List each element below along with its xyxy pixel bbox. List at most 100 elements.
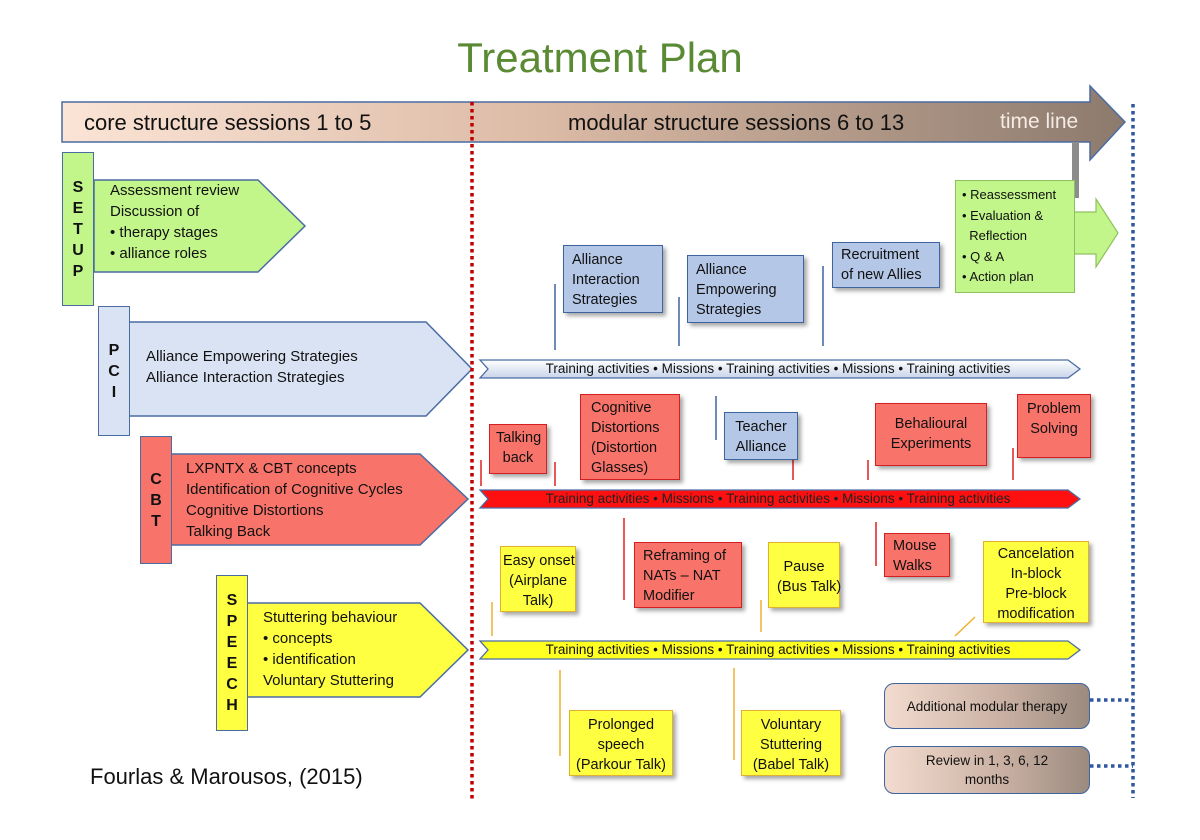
timeline-arrow-body xyxy=(61,84,1127,162)
phase-letter: C xyxy=(108,362,120,380)
speech-module-prolonged-speech: Prolonged speech (Parkour Talk) xyxy=(569,710,673,776)
review-schedule-box: Review in 1, 3, 6, 12 months xyxy=(884,746,1090,794)
phase-letter: U xyxy=(72,241,84,259)
speech-band-shape xyxy=(478,640,1082,660)
speech-module-pause: Pause (Bus Talk) xyxy=(768,542,842,608)
module-line: back xyxy=(502,450,534,466)
final-item: • Action plan xyxy=(962,269,1034,284)
module-line: Talking xyxy=(496,430,542,446)
module-line: Reframing of xyxy=(643,548,727,564)
cbt-module-behavioural-experiments: Behalioural Experiments xyxy=(875,403,987,466)
pci-module-teacher-alliance: Teacher Alliance xyxy=(724,412,798,460)
final-item: • Reassessment xyxy=(962,187,1057,202)
cbt-module-talking-back: Talking back xyxy=(489,424,547,474)
speech-module-voluntary-stuttering: Voluntary Stuttering (Babel Talk) xyxy=(741,710,841,776)
phase-letter: S xyxy=(226,592,238,609)
module-line: Teacher xyxy=(735,419,787,435)
pci-line: Alliance Interaction Strategies xyxy=(146,369,345,386)
phase-letter: T xyxy=(151,512,161,530)
module-line: Stuttering xyxy=(759,737,823,753)
cbt-content: LXPNTX & CBT concepts Identification of … xyxy=(186,458,403,542)
module-line: Talk) xyxy=(522,593,554,609)
setup-content: Assessment review Discussion of • therap… xyxy=(110,180,239,264)
module-line: Pause xyxy=(783,559,825,575)
module-line: Problem xyxy=(1027,401,1081,417)
module-line: Alliance xyxy=(696,262,747,278)
followup-line: Additional modular therapy xyxy=(906,698,1068,714)
final-item: Reflection xyxy=(962,228,1028,243)
citation: Fourlas & Marousos, (2015) xyxy=(90,764,363,789)
cbt-line: Identification of Cognitive Cycles xyxy=(186,481,403,498)
setup-line: • therapy stages xyxy=(110,224,218,241)
core-structure-label: core structure sessions 1 to 5 xyxy=(84,110,372,135)
module-line: speech xyxy=(597,737,645,753)
module-line: Prolonged xyxy=(587,717,655,733)
speech-content: Stuttering behaviour • concepts • identi… xyxy=(263,607,397,691)
module-line: Glasses) xyxy=(591,460,649,476)
module-line: of new Allies xyxy=(841,267,922,283)
cbt-module-cognitive-distortions: Cognitive Distortions (Distortion Glasse… xyxy=(580,394,680,480)
pci-phase-label: P C I xyxy=(98,306,130,436)
setup-arrow-shape xyxy=(93,179,307,273)
module-line: Pre-block xyxy=(1005,586,1067,602)
module-line: Modifier xyxy=(643,588,695,604)
phase-letter: P xyxy=(72,262,84,280)
speech-line: • identification xyxy=(263,651,356,668)
module-line: Behalioural xyxy=(894,416,968,432)
module-line: Alliance xyxy=(572,252,623,268)
cbt-line: Cognitive Distortions xyxy=(186,502,324,519)
phase-letter: C xyxy=(150,470,162,488)
module-line: Solving xyxy=(1030,421,1078,437)
phase-letter: P xyxy=(226,613,238,630)
page-title: Treatment Plan xyxy=(457,34,743,81)
cbt-module-reframing-nats: Reframing of NATs – NAT Modifier xyxy=(634,542,742,608)
module-line: (Parkour Talk) xyxy=(576,757,666,773)
cbt-line: Talking Back xyxy=(186,523,271,540)
pci-module-recruitment: Recruitment of new Allies xyxy=(832,242,940,288)
setup-phase-label: S E T U P xyxy=(62,152,94,306)
pci-band-shape xyxy=(478,359,1082,379)
module-line: Recruitment xyxy=(841,247,920,263)
module-line: Interaction xyxy=(572,272,640,288)
final-reassessment-box: • Reassessment • Evaluation & Reflection… xyxy=(955,180,1075,293)
module-line: Distortions xyxy=(591,420,660,436)
phase-letter: B xyxy=(150,491,162,509)
additional-modular-therapy-box: Additional modular therapy xyxy=(884,683,1090,729)
module-line: In-block xyxy=(1010,566,1062,582)
phase-letter: E xyxy=(72,199,84,217)
cbt-module-problem-solving: Problem Solving xyxy=(1017,394,1091,458)
phase-letter: I xyxy=(111,383,117,401)
cbt-line: LXPNTX & CBT concepts xyxy=(186,460,357,477)
module-line: NATs – NAT xyxy=(643,568,721,584)
speech-module-cancelation: Cancelation In-block Pre-block modificat… xyxy=(983,541,1089,623)
module-line: Easy onset xyxy=(503,553,575,569)
pci-module-alliance-interaction: Alliance Interaction Strategies xyxy=(563,245,663,313)
module-line: Strategies xyxy=(572,292,638,308)
speech-line: Voluntary Stuttering xyxy=(263,672,394,689)
speech-line: • concepts xyxy=(263,630,333,647)
phase-letter: T xyxy=(73,220,83,238)
phase-letter: E xyxy=(226,655,238,672)
followup-line: months xyxy=(964,772,1010,787)
module-line: Empowering xyxy=(696,282,777,298)
phase-letter: C xyxy=(226,676,238,693)
phase-letter: P xyxy=(108,341,120,359)
pci-activities-band: Training activities • Missions • Trainin… xyxy=(545,361,1011,376)
speech-phase-label: S P E E C H xyxy=(216,575,248,731)
module-line: Alliance xyxy=(735,439,787,455)
module-line: Cognitive xyxy=(591,400,652,416)
final-item: • Evaluation & xyxy=(962,207,1044,223)
module-line: Mouse xyxy=(893,538,937,554)
cbt-phase-label: C B T xyxy=(140,436,172,564)
pci-module-alliance-empowering: Alliance Empowering Strategies xyxy=(687,255,804,323)
module-line: (Distortion xyxy=(591,440,658,456)
module-line: (Airplane xyxy=(508,573,568,589)
module-line: Strategies xyxy=(696,302,762,318)
phase-letter: H xyxy=(226,697,238,714)
module-line: modification xyxy=(997,606,1075,622)
phase-letter: S xyxy=(72,178,84,196)
timeline-end-label: time line xyxy=(1000,110,1079,133)
module-line: (Bus Talk) xyxy=(777,579,842,595)
speech-module-easy-onset: Easy onset (Airplane Talk) xyxy=(500,546,576,612)
